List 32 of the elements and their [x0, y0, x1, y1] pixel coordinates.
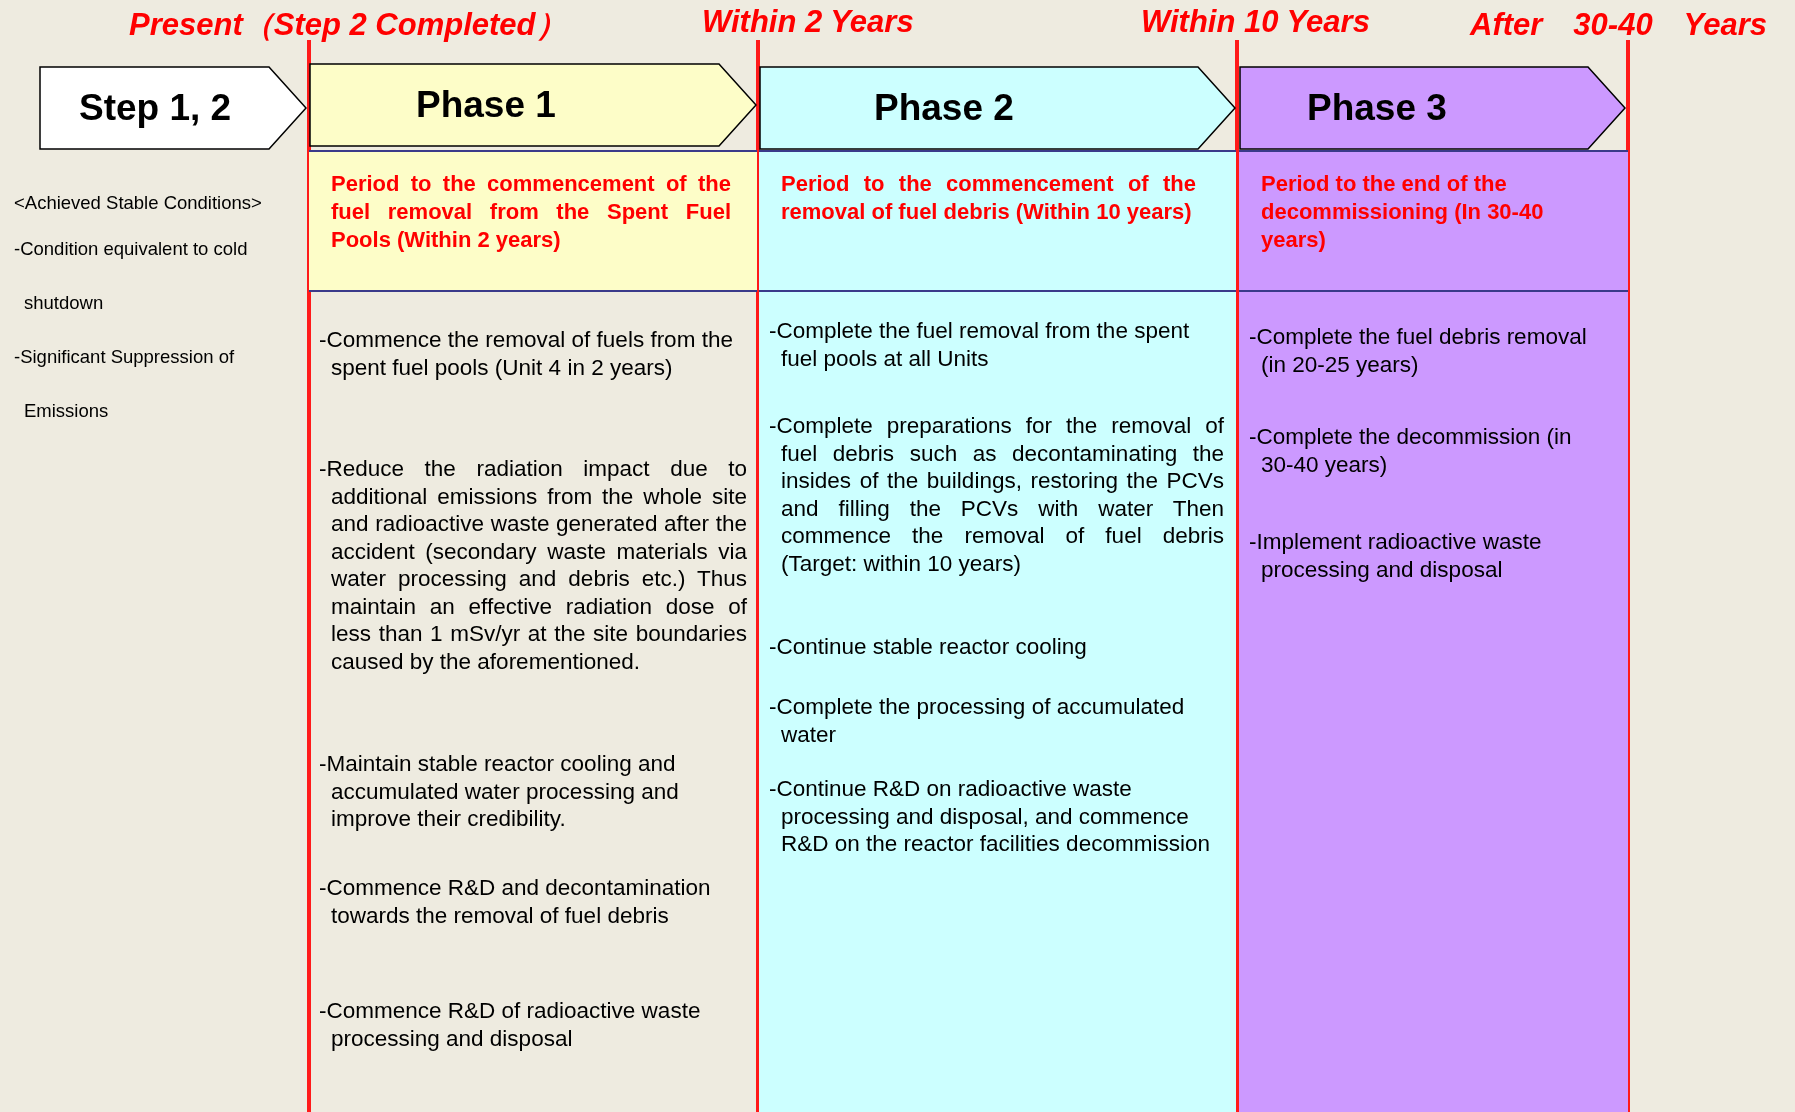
milestone-label: Within 2 Years	[702, 4, 914, 40]
task-text: -Continue stable reactor cooling	[769, 633, 1088, 661]
column-panel	[759, 292, 1236, 1112]
milestone-label: Present（Step 2 Completed）	[129, 6, 567, 44]
period-header-box	[759, 150, 1236, 292]
task-text: -Commence R&D and decontamination towards the removal of fuel debris	[319, 874, 712, 929]
task-text: -Continue R&D on radioactive waste processing and disposal, and commence R&D on the reactor facilities decommission	[769, 775, 1211, 858]
period-heading: Period to the end of the decommissioning (In 30-40 years)	[1261, 170, 1545, 254]
column-panel	[1239, 292, 1628, 1112]
task-text: -Maintain stable reactor cooling and accumulated water processing and improve their credibility.	[319, 750, 680, 833]
period-heading: Period to the commencement of the fuel removal from the Spent Fuel Pools (Within 2 years)	[331, 170, 731, 254]
condition-note: <Achieved Stable Conditions>	[14, 191, 263, 215]
period-heading: Period to the commencement of the removal of fuel debris (Within 10 years)	[781, 170, 1196, 226]
phase-title: Phase 3	[1307, 87, 1447, 129]
task-text: -Implement radioactive waste processing and disposal	[1249, 528, 1543, 583]
milestone-label: Within 10 Years	[1141, 4, 1370, 40]
phase-title: Step 1, 2	[79, 87, 232, 129]
period-header-box	[309, 150, 757, 292]
task-text: -Complete the decommission (in 30-40 years)	[1249, 423, 1573, 478]
phase-title: Phase 2	[874, 87, 1014, 129]
task-text: -Complete the fuel debris removal (in 20-25 years)	[1249, 323, 1588, 378]
condition-note: -Significant Suppression of Emissions	[14, 345, 236, 423]
condition-note: -Condition equivalent to cold shutdown	[14, 237, 249, 315]
task-text: -Complete the processing of accumulated water	[769, 693, 1186, 748]
task-text: -Reduce the radiation impact due to additional emissions from the whole site and radioactive waste generated after the accident (secondary waste materials via water processing and debris etc.) Thus maintain an effective radiation dose of less than 1 mSv/yr at the site boundaries caused by the aforementioned.	[319, 455, 747, 675]
task-text: -Complete the fuel removal from the spent fuel pools at all Units	[769, 317, 1191, 372]
milestone-label: After 30-40 Years	[1470, 6, 1767, 44]
task-text: -Commence the removal of fuels from the spent fuel pools (Unit 4 in 2 years)	[319, 326, 734, 381]
task-text: -Commence R&D of radioactive waste processing and disposal	[319, 997, 702, 1052]
task-text: -Complete preparations for the removal of fuel debris such as decontaminating the insides of the buildings, restoring the PCVs and filling the PCVs with water Then commence the removal of fuel debris (Target: within 10 years)	[769, 412, 1224, 577]
phase-title: Phase 1	[416, 84, 556, 126]
period-header-box	[1239, 150, 1628, 292]
